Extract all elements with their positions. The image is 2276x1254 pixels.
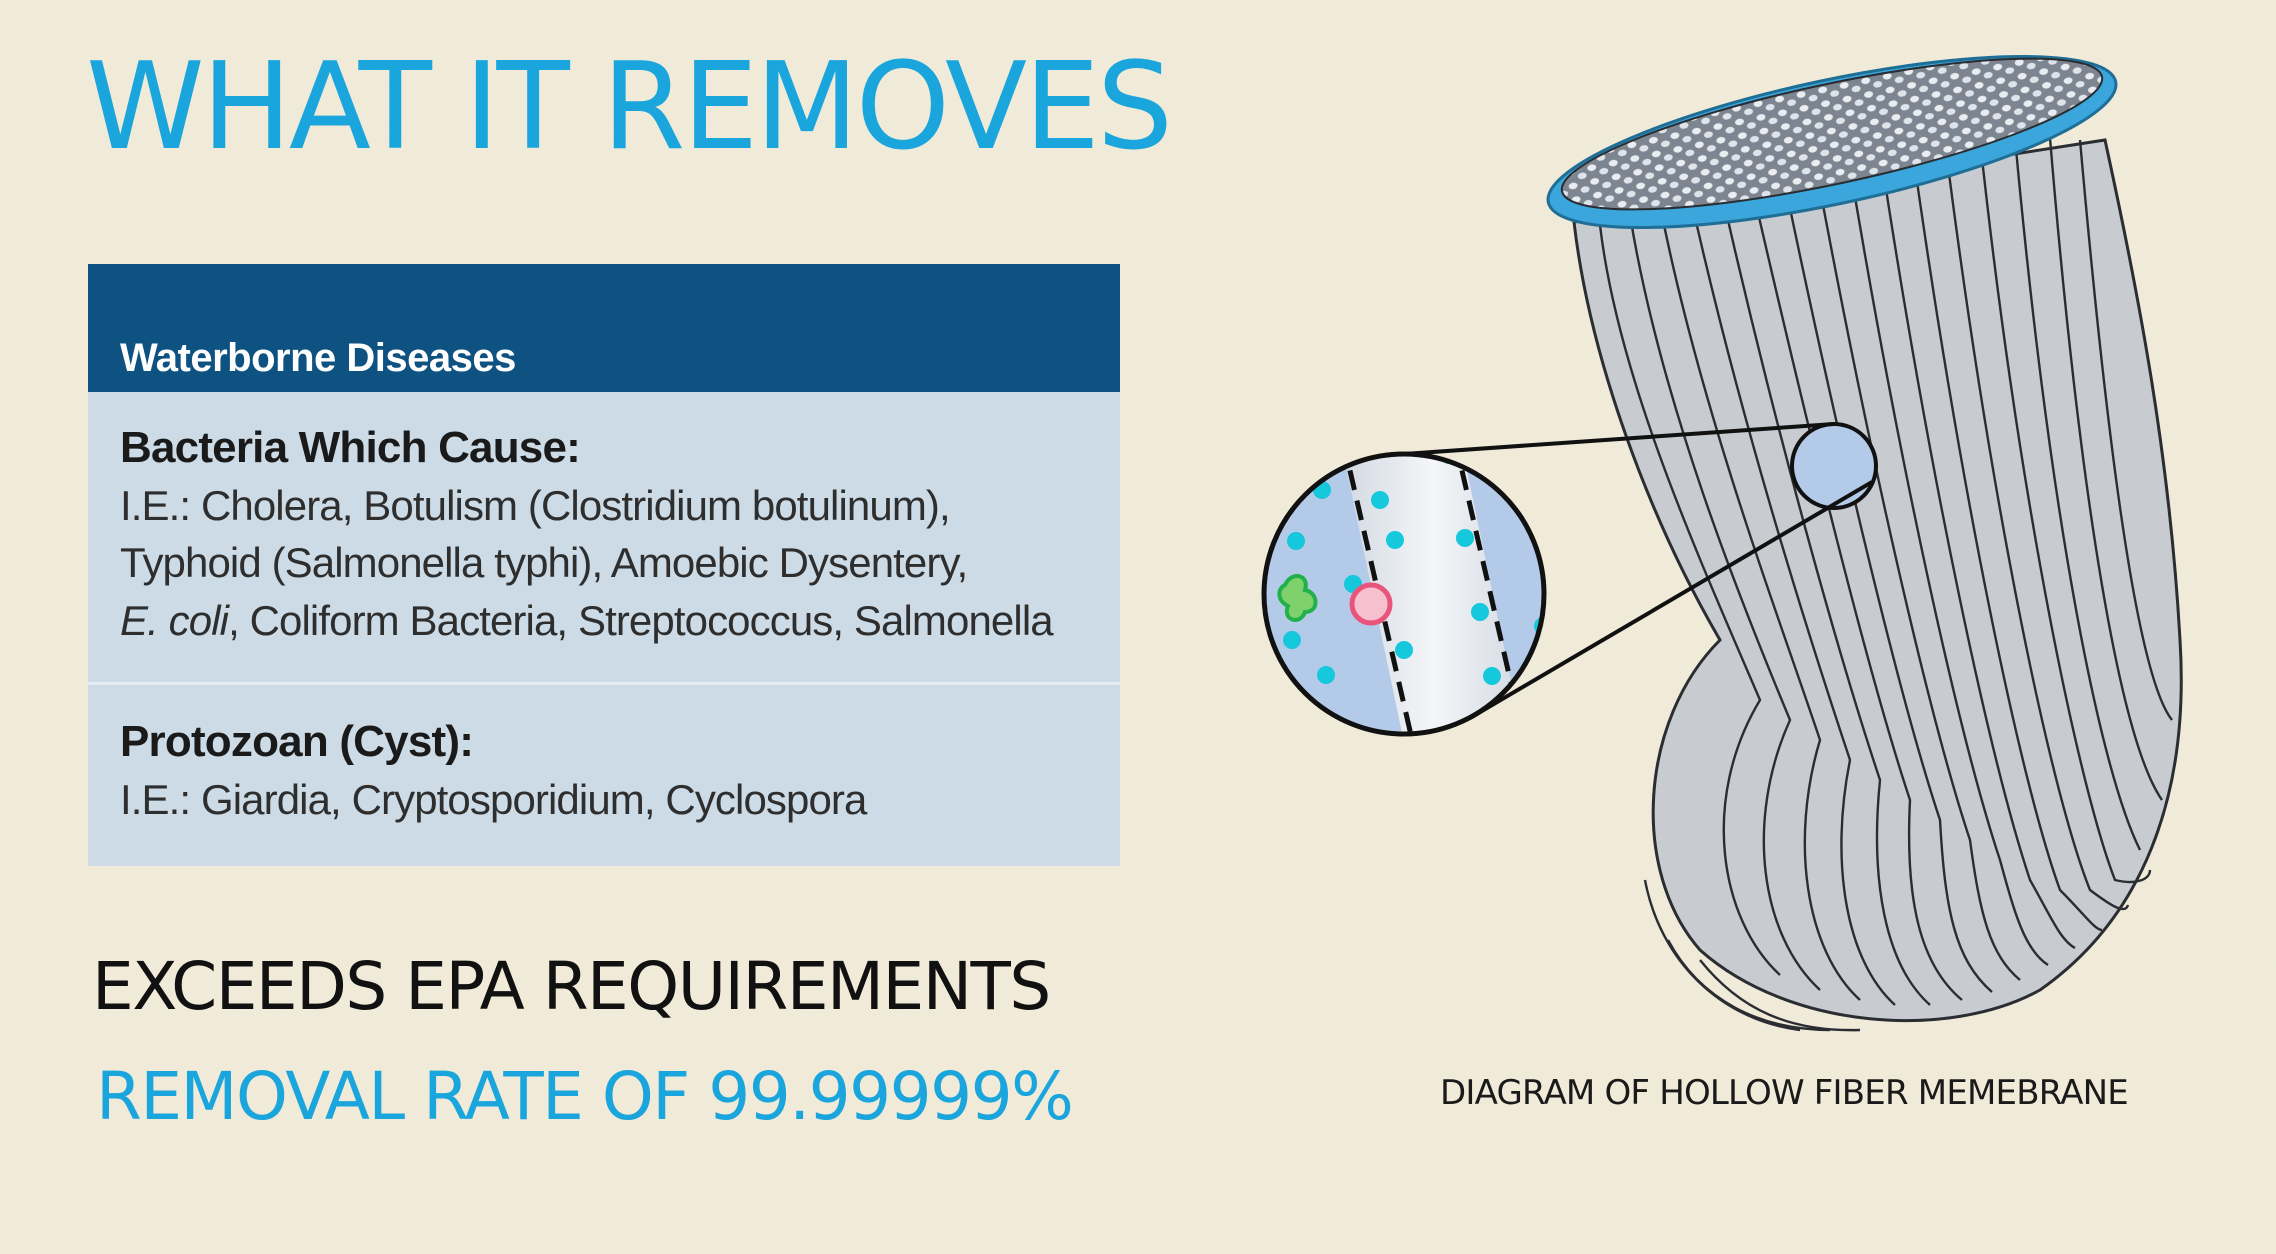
bacteria-line-3-rest: , Coliform Bacteria, Streptococcus, Salm… — [228, 597, 1054, 644]
e-coli-italic: E. coli — [120, 597, 229, 644]
bacteria-line-3: E. coli, Coliform Bacteria, Streptococcu… — [120, 597, 1054, 644]
bacteria-line-2: Typhoid (Salmonella typhi), Amoebic Dyse… — [120, 539, 968, 586]
panel-header-label: Waterborne Diseases — [120, 336, 516, 380]
removal-rate: REMOVAL RATE OF 99.99999% — [96, 1058, 1074, 1135]
fiber-strands — [1598, 137, 2173, 1032]
membrane-wall-right — [1445, 454, 1541, 734]
page-title: WHAT IT REMOVES — [86, 38, 1173, 177]
zoom-target — [1790, 422, 1878, 510]
bacteria-line-1: I.E.: Cholera, Botulism (Clostridium bot… — [120, 482, 951, 529]
zoom-line-top — [1403, 422, 1835, 456]
lens-outline — [1261, 451, 1547, 737]
panel-header: Waterborne Diseases — [88, 264, 1120, 392]
bacteria-particles — [1349, 582, 1393, 626]
bacteria-heading: Bacteria Which Cause: — [120, 423, 581, 472]
hollow-fiber-diagram — [1261, 54, 2183, 1032]
diagram-caption: DIAGRAM OF HOLLOW FIBER MEMEBRANE — [1440, 1073, 2129, 1113]
fiber-cap-face — [1560, 57, 2104, 211]
protozoan-heading: Protozoan (Cyst): — [120, 717, 474, 766]
zoom-line-bottom — [1468, 480, 1874, 720]
protozoa-particles — [1277, 574, 1318, 622]
section-divider — [88, 682, 1120, 685]
epa-heading: EXCEEDS EPA REQUIREMENTS — [92, 948, 1051, 1025]
protozoan-line-1: I.E.: Giardia, Cryptosporidium, Cyclospo… — [120, 776, 867, 823]
disease-panel: Waterborne Diseases Bacteria Which Cause… — [88, 264, 1120, 866]
